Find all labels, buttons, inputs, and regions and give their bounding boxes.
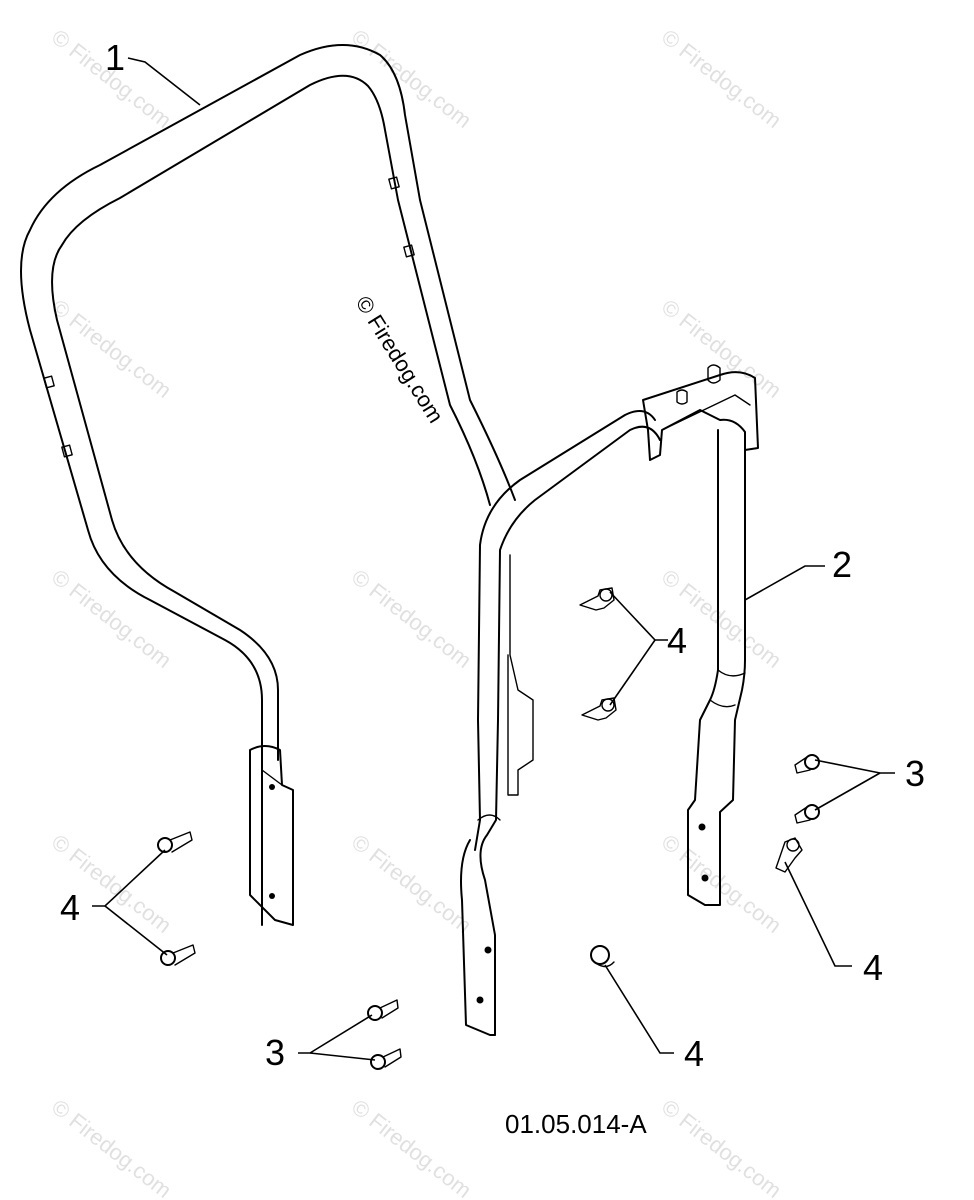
- screw-4-left-2: [160, 944, 196, 966]
- watermark: © Firedog.com: [657, 294, 786, 403]
- bolt-3-right-2: [794, 804, 820, 824]
- watermark-center: © Firedog.com: [351, 291, 449, 427]
- callout-part-4-right: 4: [863, 947, 883, 988]
- fasteners: [157, 587, 820, 1070]
- watermark: © Firedog.com: [347, 1094, 476, 1200]
- watermark: © Firedog.com: [347, 564, 476, 673]
- bolt-3-bottom-1: [367, 999, 399, 1021]
- screw-4-bottom: [590, 945, 615, 968]
- callout-part-4-bottom: 4: [684, 1033, 704, 1074]
- watermark: © Firedog.com: [347, 24, 476, 133]
- lower-handle-frame: [460, 364, 759, 1036]
- callout-part-1: 1: [105, 37, 125, 78]
- watermark-group: © Firedog.com © Firedog.com © Firedog.co…: [47, 24, 786, 1200]
- watermark: © Firedog.com: [347, 829, 476, 938]
- callout-part-3-right: 3: [905, 753, 925, 794]
- watermark: © Firedog.com: [657, 24, 786, 133]
- bolt-3-bottom-2: [370, 1048, 402, 1070]
- screw-4-right: [775, 837, 803, 873]
- leader-lines: [92, 57, 895, 1061]
- callouts: 1 2 4 3 4 4 3 4: [60, 37, 925, 1074]
- screw-4-left-1: [157, 831, 193, 853]
- callout-part-4-upper: 4: [667, 620, 687, 661]
- callout-part-2: 2: [832, 544, 852, 585]
- screw-4-upper-1: [579, 587, 615, 611]
- callout-part-4-left: 4: [60, 887, 80, 928]
- watermark: © Firedog.com: [657, 1094, 786, 1200]
- bolt-3-right-1: [794, 754, 820, 774]
- watermark: © Firedog.com: [47, 1094, 176, 1200]
- screw-4-upper-2: [581, 697, 617, 721]
- watermark: © Firedog.com: [657, 829, 786, 938]
- upper-handle-frame: [20, 44, 516, 926]
- callout-part-3-bottom: 3: [265, 1032, 285, 1073]
- watermark: © Firedog.com: [47, 294, 176, 403]
- drawing-code: 01.05.014-A: [505, 1109, 647, 1139]
